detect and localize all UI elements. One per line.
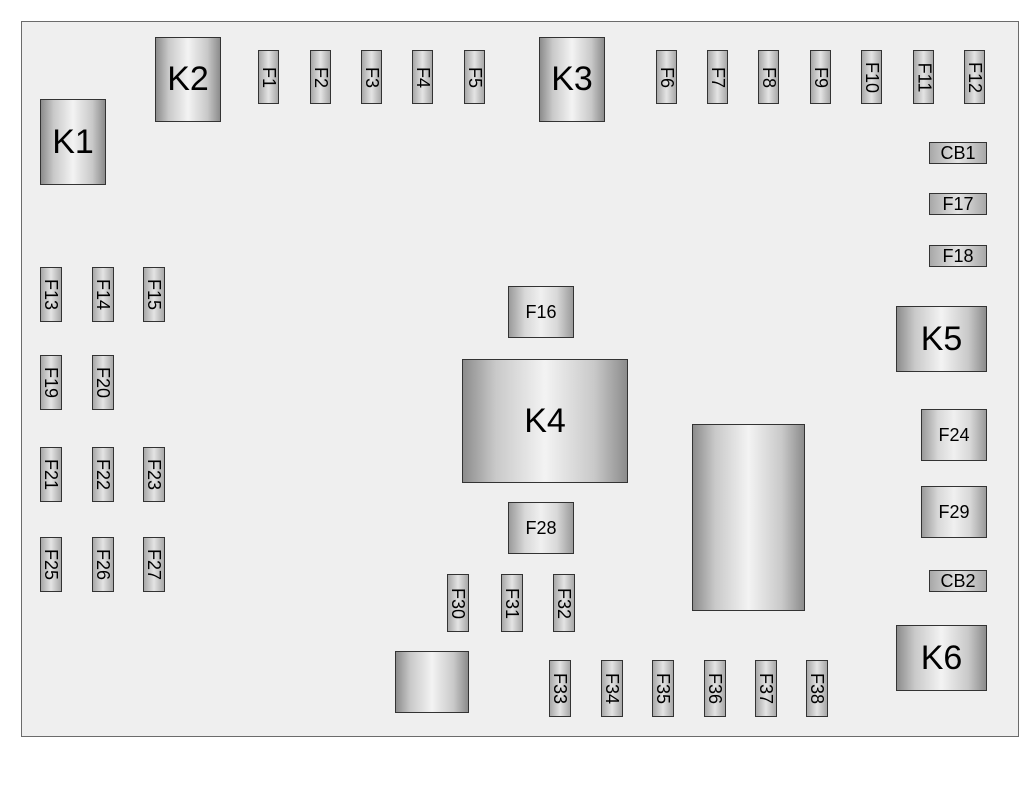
fuse-f11: F11: [913, 50, 934, 104]
fuse-f33-label: F33: [550, 672, 571, 705]
fuse-f24-label: F24: [938, 424, 970, 445]
fuse-f10-label: F10: [862, 61, 882, 93]
fuse-f37: F37: [755, 660, 777, 717]
fuse-f34: F34: [601, 660, 623, 717]
fuse-f16: F16: [508, 286, 574, 338]
fuse-f20-label: F20: [93, 366, 114, 399]
fuse-f23-label: F23: [144, 458, 165, 491]
fuse-f4-label: F4: [413, 66, 434, 88]
relay-k5-label: K5: [920, 319, 963, 358]
fuse-f37-label: F37: [756, 672, 777, 705]
fuse-f31: F31: [501, 574, 523, 632]
fuse-f5: F5: [464, 50, 485, 104]
circuit-breaker-cb1: CB1: [929, 142, 987, 164]
fuse-f17: F17: [929, 193, 987, 215]
fuse-f15-label: F15: [144, 278, 165, 311]
relay-k6-label: K6: [920, 638, 963, 677]
fuse-f8: F8: [758, 50, 779, 104]
circuit-breaker-cb1-label: CB1: [940, 142, 976, 163]
relay-k3-label: K3: [551, 60, 593, 98]
fuse-f11-label: F11: [914, 62, 934, 92]
relay-k6: K6: [896, 625, 987, 691]
fuse-f36: F36: [704, 660, 726, 717]
fuse-f12-label: F12: [965, 61, 985, 93]
fuse-f1: F1: [258, 50, 279, 104]
fuse-f35-label: F35: [653, 672, 674, 705]
relay-k1: K1: [40, 99, 106, 185]
relay-k3: K3: [539, 37, 605, 122]
fuse-f16-label: F16: [525, 301, 557, 322]
fuse-f32-label: F32: [554, 587, 575, 619]
fuse-f14-label: F14: [93, 278, 114, 311]
fuse-f38-label: F38: [807, 672, 828, 705]
fuse-f9: F9: [810, 50, 831, 104]
fuse-f21-label: F21: [41, 458, 62, 491]
relay-k5: K5: [896, 306, 987, 372]
fuse-f6: F6: [656, 50, 677, 104]
fuse-f2: F2: [310, 50, 331, 104]
fuse-f32: F32: [553, 574, 575, 632]
fuse-f20: F20: [92, 355, 114, 410]
fuse-f31-label: F31: [502, 587, 523, 619]
fuse-f19: F19: [40, 355, 62, 410]
fuse-f6-label: F6: [657, 66, 678, 88]
fuse-f27-label: F27: [144, 548, 165, 581]
fuse-f23: F23: [143, 447, 165, 502]
fuse-f3-label: F3: [362, 66, 383, 88]
fuse-f19-label: F19: [41, 366, 62, 399]
unlabeled-large-block: [692, 424, 805, 611]
fuse-f30-label: F30: [448, 587, 469, 619]
fuse-f7: F7: [707, 50, 728, 104]
fuse-f18: F18: [929, 245, 987, 267]
fuse-f5-label: F5: [465, 66, 486, 88]
fuse-f24: F24: [921, 409, 987, 461]
fuse-f27: F27: [143, 537, 165, 592]
fuse-f12: F12: [964, 50, 985, 104]
fuse-f28-label: F28: [525, 517, 557, 538]
fuse-f10: F10: [861, 50, 882, 104]
fuse-f9-label: F9: [811, 66, 832, 88]
fuse-f22-label: F22: [93, 458, 114, 491]
fuse-f25: F25: [40, 537, 62, 592]
fuse-f34-label: F34: [602, 672, 623, 705]
fuse-f21: F21: [40, 447, 62, 502]
fuse-f26-label: F26: [93, 548, 114, 581]
fuse-f4: F4: [412, 50, 433, 104]
fuse-f17-label: F17: [942, 193, 974, 214]
fuse-f13: F13: [40, 267, 62, 322]
fuse-f7-label: F7: [708, 66, 729, 88]
fuse-f36-label: F36: [705, 672, 726, 705]
unlabeled-small-block: [395, 651, 469, 713]
fuse-f18-label: F18: [942, 245, 974, 266]
circuit-breaker-cb2-label: CB2: [940, 570, 976, 591]
fuse-f29: F29: [921, 486, 987, 538]
fuse-f25-label: F25: [41, 548, 62, 581]
relay-k4: K4: [462, 359, 628, 483]
fuse-f14: F14: [92, 267, 114, 322]
fuse-f28: F28: [508, 502, 574, 554]
fuse-f26: F26: [92, 537, 114, 592]
relay-k4-label: K4: [524, 401, 566, 440]
fuse-f30: F30: [447, 574, 469, 632]
fuse-f35: F35: [652, 660, 674, 717]
fuse-f1-label: F1: [259, 66, 280, 88]
fuse-f29-label: F29: [938, 501, 970, 522]
fuse-f22: F22: [92, 447, 114, 502]
fuse-f15: F15: [143, 267, 165, 322]
fuse-f33: F33: [549, 660, 571, 717]
circuit-breaker-cb2: CB2: [929, 570, 987, 592]
fuse-f2-label: F2: [311, 66, 332, 88]
fuse-f13-label: F13: [41, 278, 62, 311]
relay-k1-label: K1: [52, 122, 94, 161]
relay-k2-label: K2: [167, 60, 209, 98]
fuse-f3: F3: [361, 50, 382, 104]
fuse-f38: F38: [806, 660, 828, 717]
relay-k2: K2: [155, 37, 221, 122]
fuse-f8-label: F8: [759, 66, 780, 88]
